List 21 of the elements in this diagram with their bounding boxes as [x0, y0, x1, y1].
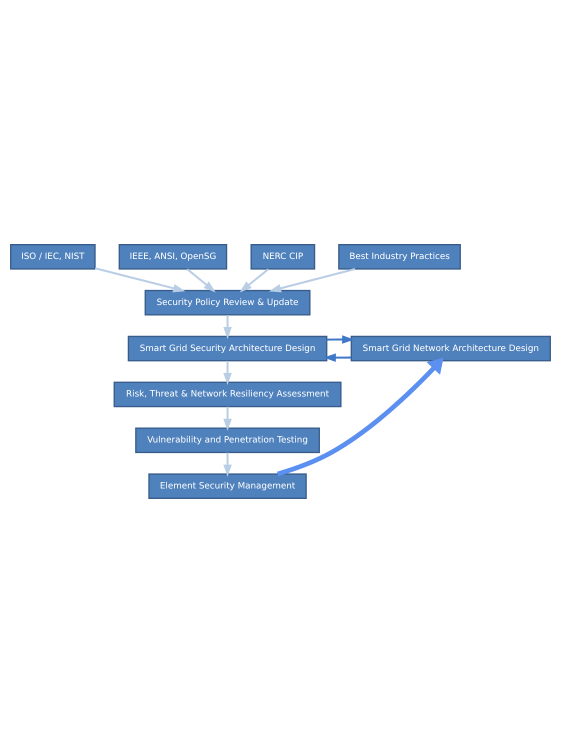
- node-box: Smart Grid Security Architecture Design: [128, 335, 328, 361]
- node-box: NERC CIP: [250, 244, 316, 270]
- node-box: Best Industry Practices: [338, 244, 461, 270]
- node-box: Security Policy Review & Update: [144, 289, 311, 316]
- node-box: Vulnerability and Penetration Testing: [135, 426, 320, 453]
- arrow: [223, 314, 232, 339]
- node-box: IEEE, ANSI, OpenSG: [118, 244, 228, 270]
- arrow: [326, 334, 354, 344]
- arrow: [240, 268, 269, 292]
- node-box: Element Security Management: [148, 472, 307, 498]
- arrow: [276, 357, 444, 476]
- arrow: [324, 352, 352, 362]
- node-box: Risk, Threat & Network Resiliency Assessment: [114, 381, 342, 407]
- node-box: Smart Grid Network Architecture Design: [350, 335, 551, 361]
- arrow: [268, 268, 356, 292]
- arrow: [94, 266, 186, 292]
- arrow: [223, 360, 232, 385]
- arrow: [186, 268, 216, 292]
- node-box: ISO / IEC, NIST: [10, 244, 96, 270]
- arrow: [223, 452, 232, 476]
- arrow: [223, 406, 232, 430]
